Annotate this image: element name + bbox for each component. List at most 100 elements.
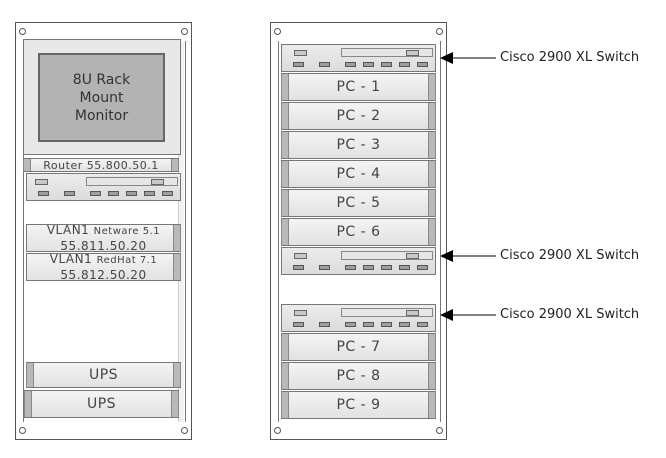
unit-bracket bbox=[24, 391, 32, 417]
unit-bracket bbox=[23, 159, 31, 171]
unit-bracket bbox=[281, 103, 289, 129]
vlan-prefix: VLAN1 bbox=[49, 252, 93, 266]
pc-label: PC - 7 bbox=[336, 339, 381, 355]
switch-port bbox=[417, 322, 428, 327]
switch-status-led bbox=[294, 50, 307, 56]
vlan-server-line-1: VLAN1 Netware 5.1 bbox=[47, 223, 160, 239]
switch-port bbox=[363, 62, 374, 67]
switch-port bbox=[417, 62, 428, 67]
pc-unit: PC - 9 bbox=[281, 391, 436, 419]
rack-screw-hole bbox=[274, 427, 281, 434]
rack-screw-hole bbox=[19, 28, 26, 35]
pc-label: PC - 4 bbox=[336, 166, 381, 182]
router-unit: Router 55.800.50.1 bbox=[23, 158, 179, 172]
unit-bracket bbox=[281, 190, 289, 216]
pc-label: PC - 9 bbox=[336, 397, 381, 413]
unit-bracket bbox=[173, 363, 181, 387]
arrow-switch-1 bbox=[440, 52, 496, 64]
rack-monitor: 8U Rack Mount Monitor bbox=[23, 39, 181, 155]
vlan-os: Netware 5.1 bbox=[93, 226, 161, 237]
vlan-server-redhat: VLAN1 RedHat 7.1 55.812.50.20 bbox=[26, 252, 181, 282]
switch-panel bbox=[341, 308, 433, 317]
unit-bracket bbox=[428, 334, 436, 360]
switch-port bbox=[417, 265, 428, 270]
unit-bracket bbox=[428, 392, 436, 418]
rack-screw-hole bbox=[19, 427, 26, 434]
switch-port bbox=[319, 322, 330, 327]
switch-port bbox=[90, 191, 101, 196]
pc-unit: PC - 6 bbox=[281, 218, 436, 246]
rack-interior bbox=[278, 41, 441, 422]
switch-port bbox=[293, 62, 304, 67]
switch-port bbox=[345, 62, 356, 67]
pc-label: PC - 3 bbox=[336, 137, 381, 153]
switch-port bbox=[293, 265, 304, 270]
callout-label: Cisco 2900 XL Switch bbox=[500, 307, 640, 322]
rack-screw-hole bbox=[181, 28, 188, 35]
rack-interior bbox=[23, 41, 186, 422]
switch-status-led bbox=[406, 50, 419, 56]
switch-port bbox=[399, 265, 410, 270]
switch-port bbox=[162, 191, 173, 196]
vlan-os: RedHat 7.1 bbox=[96, 255, 158, 266]
vlan-server-line-1: VLAN1 RedHat 7.1 bbox=[50, 252, 157, 268]
unit-bracket bbox=[281, 219, 289, 245]
pc-unit: PC - 2 bbox=[281, 102, 436, 130]
switch-port bbox=[319, 62, 330, 67]
cisco-switch-1 bbox=[281, 44, 436, 72]
unit-bracket bbox=[173, 225, 181, 251]
switch-port bbox=[293, 322, 304, 327]
pc-label: PC - 2 bbox=[336, 108, 381, 124]
switch-port bbox=[399, 322, 410, 327]
switch-port bbox=[381, 62, 392, 67]
switch-panel bbox=[86, 177, 178, 186]
pc-unit: PC - 7 bbox=[281, 333, 436, 361]
vlan-prefix: VLAN1 bbox=[46, 223, 90, 237]
pc-label: PC - 1 bbox=[336, 79, 381, 95]
unit-bracket bbox=[173, 254, 181, 280]
switch-port bbox=[381, 265, 392, 270]
switch-port bbox=[345, 265, 356, 270]
unit-bracket bbox=[281, 334, 289, 360]
callout-label: Cisco 2900 XL Switch bbox=[500, 50, 640, 65]
unit-bracket bbox=[171, 159, 179, 171]
unit-bracket bbox=[281, 161, 289, 187]
switch-status-led bbox=[406, 310, 419, 316]
vlan-ip: 55.812.50.20 bbox=[60, 268, 147, 282]
unit-bracket bbox=[428, 190, 436, 216]
switch-panel bbox=[341, 48, 433, 57]
router-label: Router 55.800.50.1 bbox=[43, 158, 159, 172]
monitor-label: 8U Rack Mount Monitor bbox=[72, 71, 131, 124]
rack-screw-hole bbox=[436, 28, 443, 35]
callout-label: Cisco 2900 XL Switch bbox=[500, 248, 640, 263]
arrow-switch-3 bbox=[440, 309, 496, 321]
unit-bracket bbox=[281, 392, 289, 418]
switch-port bbox=[363, 322, 374, 327]
ups-unit: UPS bbox=[24, 390, 179, 418]
unit-bracket bbox=[171, 391, 179, 417]
cisco-switch-2 bbox=[281, 247, 436, 275]
pc-label: PC - 5 bbox=[336, 195, 381, 211]
switch-panel bbox=[341, 251, 433, 260]
switch-port bbox=[64, 191, 75, 196]
pc-unit: PC - 5 bbox=[281, 189, 436, 217]
unit-bracket bbox=[281, 363, 289, 389]
ups-unit: UPS bbox=[26, 362, 181, 388]
rack-screw-hole bbox=[181, 427, 188, 434]
switch-port bbox=[319, 265, 330, 270]
switch-status-led bbox=[35, 179, 48, 185]
pc-unit: PC - 3 bbox=[281, 131, 436, 159]
switch-port bbox=[345, 322, 356, 327]
vlan-server-netware: VLAN1 Netware 5.1 55.811.50.20 bbox=[26, 223, 181, 253]
unit-bracket bbox=[428, 219, 436, 245]
switch-port bbox=[126, 191, 137, 196]
unit-bracket bbox=[428, 74, 436, 100]
unit-bracket bbox=[26, 363, 34, 387]
arrow-switch-2 bbox=[440, 250, 496, 262]
vlan-ip: 55.811.50.20 bbox=[60, 239, 147, 253]
pc-label: PC - 8 bbox=[336, 368, 381, 384]
switch-port bbox=[381, 322, 392, 327]
rack-screw-hole bbox=[274, 28, 281, 35]
left-switch bbox=[26, 173, 181, 201]
unit-bracket bbox=[281, 74, 289, 100]
